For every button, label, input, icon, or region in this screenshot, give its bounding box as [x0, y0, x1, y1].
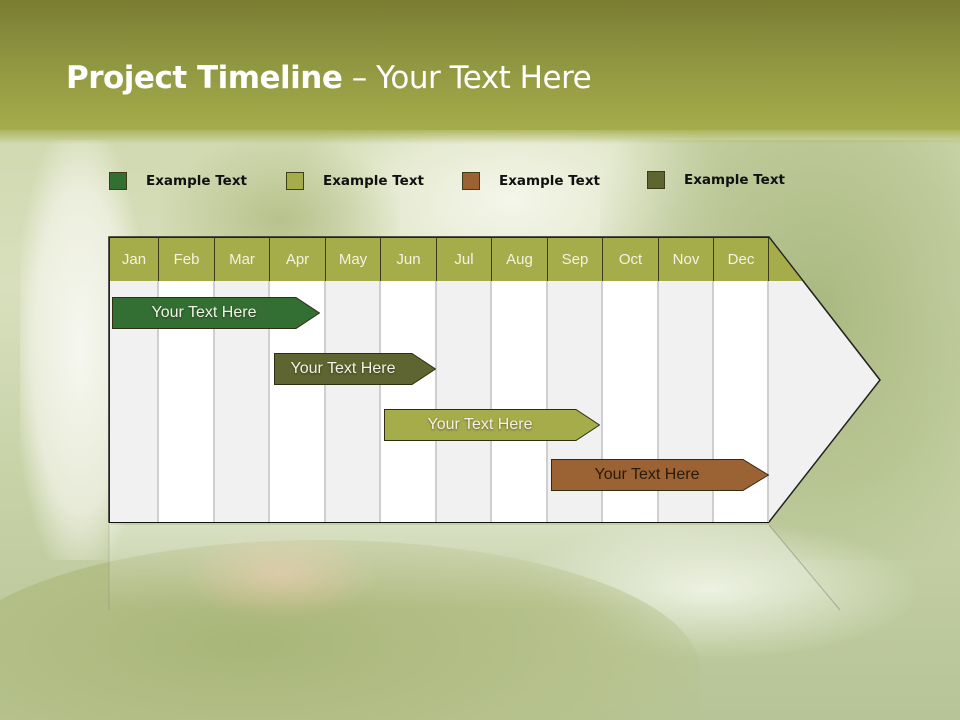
month-column-jul	[437, 281, 492, 522]
legend-label-3: Example Text	[499, 173, 600, 189]
task-bar-3[interactable]: Your Text Here	[384, 409, 600, 441]
legend-swatch-4	[647, 171, 665, 189]
month-header-apr: Apr	[270, 237, 326, 281]
month-header-may: May	[326, 237, 381, 281]
month-header-jan: Jan	[109, 237, 159, 281]
legend-item-2: Example Text	[286, 170, 424, 192]
month-column-may	[326, 281, 381, 522]
legend-swatch-1	[109, 172, 127, 190]
month-header-nov: Nov	[659, 237, 714, 281]
month-header-oct: Oct	[603, 237, 659, 281]
task-arrow-shape-3	[384, 409, 600, 441]
task-bar-2[interactable]: Your Text Here	[274, 353, 436, 385]
task-label-2: Your Text Here	[290, 360, 396, 377]
legend-item-1: Example Text	[109, 170, 247, 192]
task-label-1: Your Text Here	[151, 304, 257, 321]
legend-label-4: Example Text	[684, 172, 785, 188]
legend-label-2: Example Text	[323, 173, 424, 189]
legend-swatch-2	[286, 172, 304, 190]
month-header-mar: Mar	[215, 237, 270, 281]
month-header-aug: Aug	[492, 237, 548, 281]
legend-swatch-3	[462, 172, 480, 190]
month-column-aug	[492, 281, 548, 522]
legend-item-4: Example Text	[647, 169, 785, 191]
month-header-feb: Feb	[159, 237, 215, 281]
slide-title: Project Timeline – Your Text Here	[66, 60, 592, 96]
task-label-3: Your Text Here	[427, 416, 533, 433]
title-bold: Project Timeline	[66, 60, 343, 96]
task-arrow-shape-4	[551, 459, 769, 491]
title-rest: – Your Text Here	[342, 60, 592, 96]
month-header-dec: Dec	[714, 237, 769, 281]
month-header-jul: Jul	[437, 237, 492, 281]
task-arrow-shape-2	[274, 353, 436, 385]
task-bar-1[interactable]: Your Text Here	[112, 297, 320, 329]
month-column-jun	[381, 281, 437, 522]
month-header-sep: Sep	[548, 237, 603, 281]
month-header-jun: Jun	[381, 237, 437, 281]
legend-label-1: Example Text	[146, 173, 247, 189]
task-arrow-shape-1	[112, 297, 320, 329]
legend-item-3: Example Text	[462, 170, 600, 192]
task-bar-4[interactable]: Your Text Here	[551, 459, 769, 491]
title-band	[0, 0, 960, 144]
task-label-4: Your Text Here	[594, 466, 700, 483]
